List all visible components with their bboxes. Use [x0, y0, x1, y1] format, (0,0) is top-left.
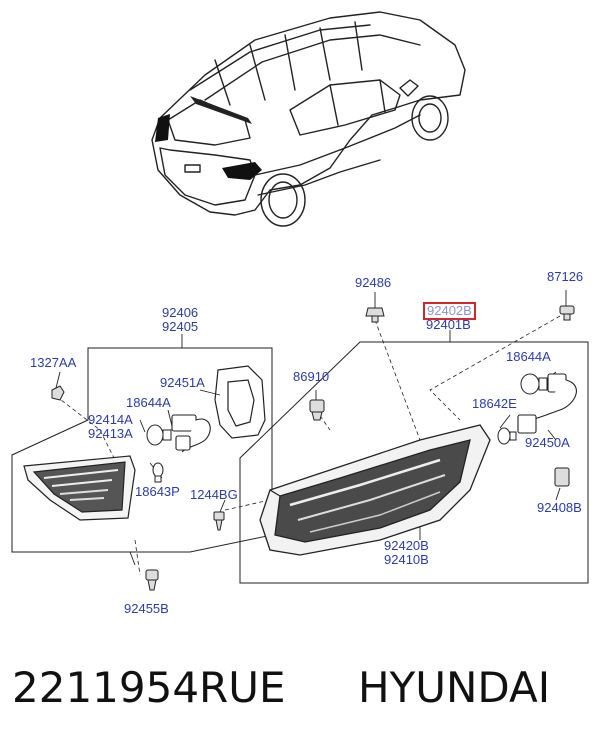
- label-92414A[interactable]: 92414A: [88, 412, 133, 427]
- label-18644A-left[interactable]: 18644A: [126, 395, 171, 410]
- socket-right-icon: [517, 373, 577, 434]
- vehicle-left-lamp: [155, 114, 170, 142]
- footer-brand: HYUNDAI: [358, 663, 551, 712]
- label-92406[interactable]: 92406: [162, 305, 199, 320]
- inner-lamp-icon: [23, 455, 136, 521]
- screw-92486-icon: [365, 307, 385, 323]
- label-92450A[interactable]: 92450A: [525, 435, 570, 450]
- left-dashed-leaders: [55, 395, 141, 576]
- label-1327AA[interactable]: 1327AA: [30, 355, 77, 370]
- label-18644A-right[interactable]: 18644A: [506, 349, 551, 364]
- socket-left-icon: [171, 414, 211, 453]
- vehicle-illustration: [151, 11, 466, 227]
- parts-diagram: [11, 11, 589, 591]
- vehicle-spoiler: [190, 96, 252, 124]
- gasket-92451A-icon: [214, 365, 266, 439]
- right-assembly-box: [239, 341, 589, 584]
- left-leader-lines: [55, 334, 221, 566]
- right-dashed-leaders: [224, 315, 561, 511]
- label-86910[interactable]: 86910: [293, 369, 330, 384]
- rear-lamp-icon: [259, 424, 491, 556]
- label-92410B[interactable]: 92410B: [384, 552, 429, 567]
- label-92401B[interactable]: 92401B: [426, 317, 471, 332]
- label-92405[interactable]: 92405: [162, 319, 199, 334]
- label-18642E[interactable]: 18642E: [472, 396, 517, 411]
- label-92402B[interactable]: 92402B: [423, 302, 476, 320]
- clip-92408B-icon: [554, 467, 570, 487]
- label-92455B[interactable]: 92455B: [124, 601, 169, 616]
- label-92420B[interactable]: 92420B: [384, 538, 429, 553]
- bulb-18644A-left-icon: [146, 424, 172, 446]
- label-92451A[interactable]: 92451A: [160, 375, 205, 390]
- left-assembly-box: [11, 347, 273, 553]
- vehicle-right-lamp: [222, 162, 262, 180]
- label-92408B[interactable]: 92408B: [537, 500, 582, 515]
- bulb-18642E-icon: [497, 427, 517, 445]
- footer: 2211954RUE HYUNDAI: [0, 655, 600, 735]
- label-92486[interactable]: 92486: [355, 275, 392, 290]
- nut-1327AA-icon: [51, 385, 65, 401]
- bulb-18643P-icon: [152, 462, 164, 483]
- label-1244BG[interactable]: 1244BG: [190, 487, 238, 502]
- label-18643P[interactable]: 18643P: [135, 484, 180, 499]
- footer-part-number: 2211954RUE: [12, 663, 286, 712]
- grommet-86910-icon: [309, 399, 325, 421]
- bulb-18644A-right-icon: [520, 373, 548, 395]
- label-92413A[interactable]: 92413A: [88, 426, 133, 441]
- label-87126[interactable]: 87126: [547, 269, 584, 284]
- screw-92455B-icon: [145, 569, 159, 591]
- clip-87126-icon: [559, 305, 575, 321]
- screw-1244BG-icon: [213, 511, 225, 531]
